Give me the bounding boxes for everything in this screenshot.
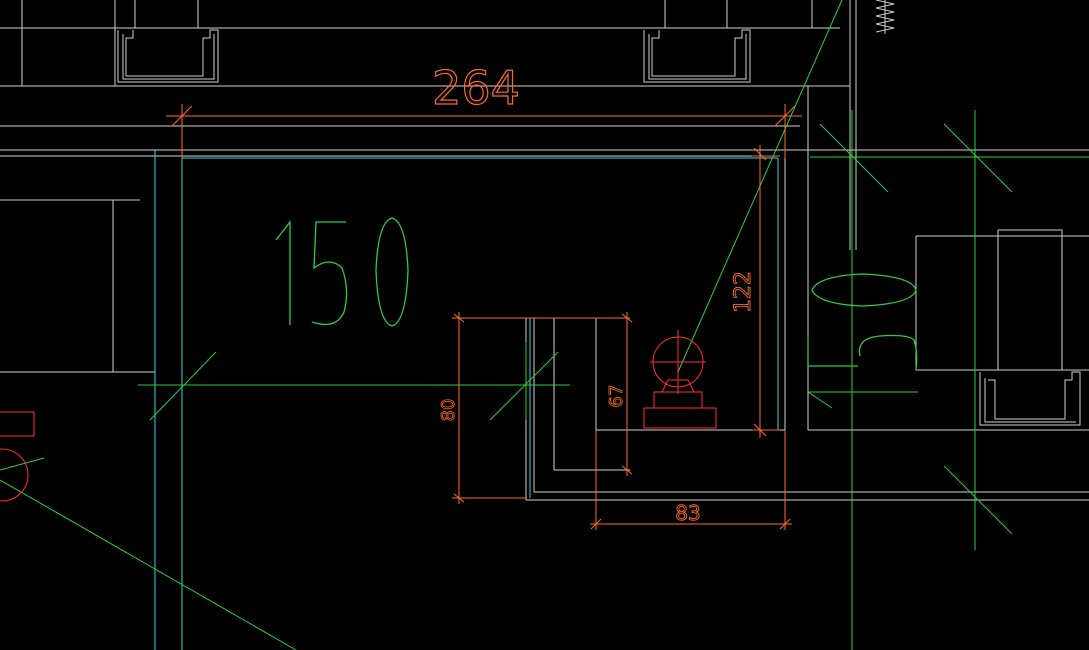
edge-fixture-icon [0,448,29,502]
wall-lines [154,150,779,650]
pipe-size-label: 150 [0,0,2,1]
dim-width-bottom: 83 [675,501,700,525]
dim-height-inner: 67 [606,385,627,408]
dim-height-left: 80 [438,399,459,422]
dim-height-right: 122 [731,271,756,313]
outline-geometry [0,0,1089,501]
dimension-labels: 264 122 80 67 83 [431,60,756,525]
pipe-size-glyphs [275,217,918,371]
pump-symbol [0,330,717,502]
dim-width-top: 264 [432,61,520,115]
dimension-lines [166,104,802,530]
